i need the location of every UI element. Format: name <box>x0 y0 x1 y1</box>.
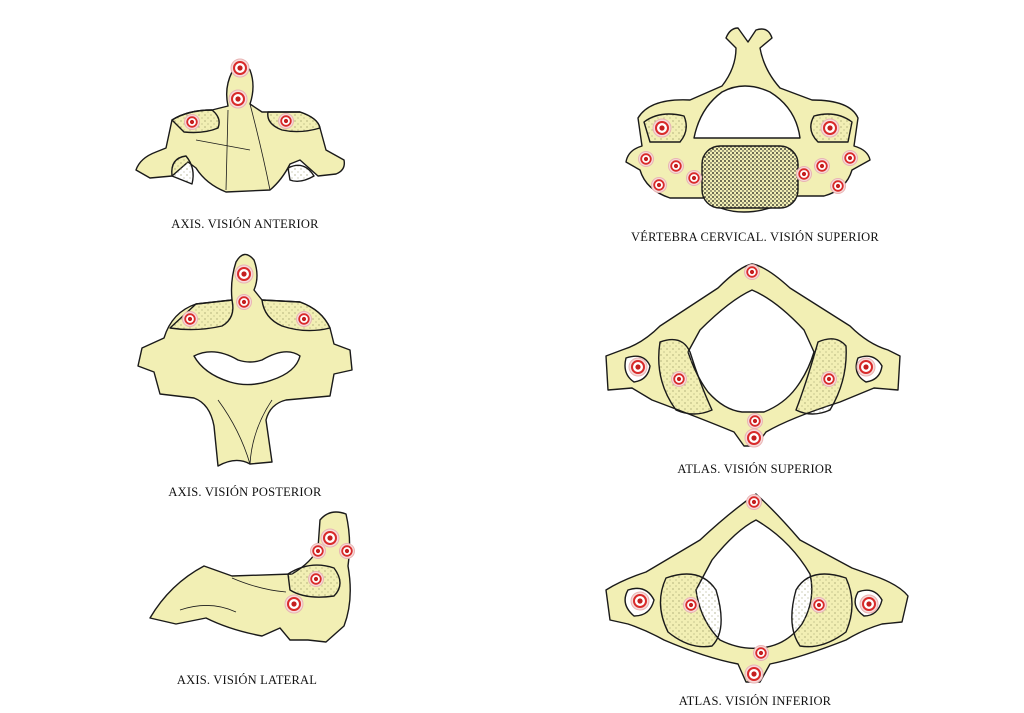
marker <box>744 428 764 448</box>
caption-axis-posterior: AXIS. VISIÓN POSTERIOR <box>168 485 322 499</box>
marker <box>856 357 876 377</box>
marker <box>637 150 655 168</box>
marker <box>841 149 859 167</box>
axis-posterior-illustration <box>137 253 353 467</box>
marker <box>795 165 813 183</box>
marker <box>309 542 327 560</box>
marker <box>228 89 248 109</box>
marker <box>650 176 668 194</box>
marker <box>652 118 672 138</box>
marker <box>667 157 685 175</box>
marker <box>752 644 770 662</box>
marker <box>829 177 847 195</box>
caption-atlas-superior: ATLAS. VISIÓN SUPERIOR <box>677 462 833 476</box>
marker <box>307 570 325 588</box>
marker <box>230 58 250 78</box>
marker <box>810 596 828 614</box>
marker <box>183 113 201 131</box>
marker <box>670 370 688 388</box>
marker <box>745 493 763 511</box>
marker <box>277 112 295 130</box>
marker <box>235 293 253 311</box>
marker <box>813 157 831 175</box>
marker <box>743 263 761 281</box>
marker <box>685 169 703 187</box>
caption-cervical-superior: VÉRTEBRA CERVICAL. VISIÓN SUPERIOR <box>631 230 879 244</box>
marker <box>746 412 764 430</box>
marker <box>682 596 700 614</box>
caption-atlas-inferior: ATLAS. VISIÓN INFERIOR <box>678 694 832 708</box>
marker <box>744 664 764 684</box>
marker <box>820 370 838 388</box>
marker <box>295 310 313 328</box>
marker <box>859 594 879 614</box>
marker <box>320 528 340 548</box>
axis-anterior-illustration <box>135 62 346 193</box>
atlas-inferior-illustration <box>605 493 909 683</box>
marker <box>628 357 648 377</box>
marker <box>181 310 199 328</box>
marker <box>234 264 254 284</box>
marker <box>338 542 356 560</box>
marker <box>284 594 304 614</box>
marker <box>630 591 650 611</box>
marker <box>820 118 840 138</box>
caption-axis-anterior: AXIS. VISIÓN ANTERIOR <box>171 217 319 231</box>
caption-axis-lateral: AXIS. VISIÓN LATERAL <box>176 673 318 687</box>
cervical-vertebra-illustration <box>625 27 871 213</box>
